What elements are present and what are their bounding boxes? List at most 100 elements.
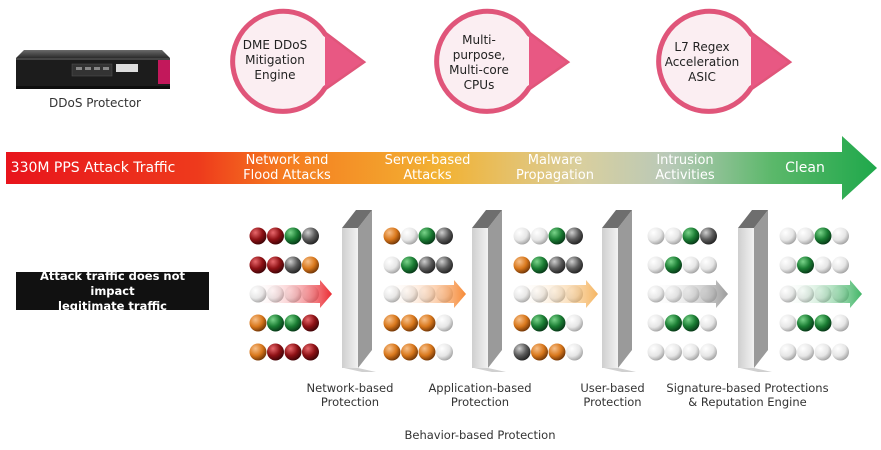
traffic-ball bbox=[779, 343, 797, 361]
traffic-ball bbox=[267, 314, 284, 332]
stage-label-server: Server-based Attacks bbox=[384, 153, 471, 183]
traffic-ball bbox=[779, 227, 797, 245]
traffic-ball bbox=[531, 256, 548, 274]
traffic-ball bbox=[249, 227, 267, 245]
ddos-protector-device bbox=[16, 50, 170, 89]
note-text: Attack traffic does not impact legitimat… bbox=[39, 268, 186, 313]
traffic-ball bbox=[814, 227, 832, 245]
traffic-ball bbox=[548, 256, 566, 274]
traffic-ball bbox=[418, 256, 436, 274]
traffic-ball bbox=[302, 256, 319, 274]
traffic-ball bbox=[647, 227, 665, 245]
traffic-ball bbox=[267, 227, 284, 245]
filter-wall bbox=[342, 210, 376, 372]
footer-label: Behavior-based Protection bbox=[404, 428, 556, 442]
traffic-ball bbox=[682, 343, 700, 361]
traffic-ball bbox=[418, 314, 436, 332]
traffic-ball bbox=[383, 227, 401, 245]
traffic-ball bbox=[302, 227, 319, 245]
traffic-ball bbox=[647, 314, 665, 332]
traffic-ball bbox=[548, 314, 566, 332]
traffic-ball bbox=[814, 343, 832, 361]
traffic-ball bbox=[267, 343, 284, 361]
traffic-ball bbox=[832, 227, 849, 245]
traffic-ball bbox=[418, 343, 436, 361]
traffic-ball bbox=[779, 256, 797, 274]
traffic-ball bbox=[284, 256, 302, 274]
traffic-ball bbox=[566, 343, 583, 361]
traffic-ball bbox=[832, 343, 849, 361]
traffic-ball bbox=[249, 343, 267, 361]
traffic-ball bbox=[401, 227, 418, 245]
stage-label-flood: Network and Flood Attacks bbox=[243, 153, 331, 183]
bubble-asic bbox=[656, 8, 793, 114]
traffic-ball bbox=[814, 256, 832, 274]
traffic-ball bbox=[284, 343, 302, 361]
traffic-ball bbox=[531, 227, 548, 245]
traffic-ball bbox=[436, 227, 453, 245]
protection-label-application: Application-based Protection bbox=[428, 381, 532, 409]
traffic-ball bbox=[249, 256, 267, 274]
traffic-ball bbox=[566, 256, 583, 274]
traffic-ball bbox=[401, 256, 418, 274]
traffic-ball bbox=[302, 343, 319, 361]
protection-label-user: User-based Protection bbox=[580, 381, 645, 409]
traffic-ball bbox=[779, 314, 797, 332]
traffic-ball bbox=[797, 314, 814, 332]
protection-label-signature: Signature-based Protections & Reputation… bbox=[666, 381, 829, 409]
traffic-ball bbox=[383, 314, 401, 332]
traffic-ball bbox=[531, 314, 548, 332]
traffic-ball bbox=[513, 314, 531, 332]
bubble-dme bbox=[230, 8, 367, 114]
traffic-ball bbox=[682, 314, 700, 332]
traffic-ball bbox=[665, 343, 682, 361]
traffic-ball bbox=[513, 227, 531, 245]
traffic-ball bbox=[383, 343, 401, 361]
traffic-ball bbox=[548, 343, 566, 361]
traffic-ball bbox=[513, 343, 531, 361]
bubble-label-dme: DME DDoS Mitigation Engine bbox=[242, 38, 308, 82]
traffic-ball bbox=[797, 343, 814, 361]
traffic-ball bbox=[682, 256, 700, 274]
stage-label-attack-traffic: 330M PPS Attack Traffic bbox=[10, 160, 176, 176]
traffic-beam-arrow bbox=[252, 280, 332, 308]
bubble-label-cpus: Multi- purpose, Multi-core CPUs bbox=[449, 33, 509, 92]
traffic-ball bbox=[418, 227, 436, 245]
filter-walls bbox=[342, 210, 772, 372]
note-box: Attack traffic does not impact legitimat… bbox=[16, 269, 209, 313]
traffic-beam-arrow bbox=[386, 280, 466, 308]
device-caption: DDoS Protector bbox=[49, 96, 141, 110]
traffic-flow-arrow bbox=[6, 136, 877, 200]
traffic-ball bbox=[267, 256, 284, 274]
traffic-ball bbox=[401, 343, 418, 361]
bubble-label-asic: L7 Regex Acceleration ASIC bbox=[664, 40, 740, 84]
bubbles-layer bbox=[230, 8, 793, 114]
filter-layer bbox=[249, 210, 862, 372]
traffic-ball bbox=[814, 314, 832, 332]
traffic-ball bbox=[700, 343, 717, 361]
traffic-ball bbox=[401, 314, 418, 332]
traffic-ball bbox=[700, 314, 717, 332]
filter-wall bbox=[738, 210, 772, 372]
traffic-ball bbox=[700, 256, 717, 274]
traffic-ball bbox=[665, 314, 682, 332]
traffic-ball bbox=[832, 314, 849, 332]
traffic-beam-arrow bbox=[782, 280, 862, 308]
traffic-ball bbox=[797, 256, 814, 274]
traffic-ball bbox=[436, 256, 453, 274]
traffic-ball bbox=[513, 256, 531, 274]
traffic-ball bbox=[249, 314, 267, 332]
protection-label-network: Network-based Protection bbox=[306, 381, 394, 409]
stage-label-intrusion: Intrusion Activities bbox=[655, 153, 715, 183]
traffic-ball bbox=[700, 227, 717, 245]
traffic-ball bbox=[647, 343, 665, 361]
bubble-cpus bbox=[434, 8, 571, 114]
filter-wall bbox=[472, 210, 506, 372]
traffic-beam-arrow bbox=[650, 280, 728, 308]
traffic-beam-arrow bbox=[516, 280, 598, 308]
traffic-ball bbox=[665, 227, 682, 245]
traffic-beams bbox=[252, 280, 862, 308]
traffic-ball bbox=[302, 314, 319, 332]
traffic-ball bbox=[383, 256, 401, 274]
